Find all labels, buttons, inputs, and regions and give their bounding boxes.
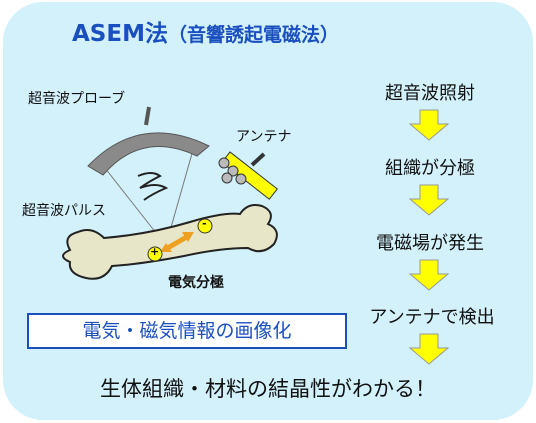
flow-arrow-1 [408,109,450,141]
antenna-label: アンテナ [236,129,292,145]
flow-arrow-4 [408,333,450,365]
antenna-stem [250,152,266,167]
polarization-label: 電気分極 [168,275,224,291]
plus-charge-icon [147,246,163,262]
beam-line-right [167,149,194,239]
flow-arrows [408,109,450,365]
minus-sign: - [202,217,207,230]
ultrasound-probe [87,132,210,176]
diagram-title: ASEM法（音響誘起電磁法） [72,14,339,48]
title-main: ASEM法 [72,21,168,47]
pulse-label: 超音波パルス [22,203,106,219]
flow-step-detection: アンテナで検出 [369,307,495,328]
pulse-wave-icon [137,172,169,201]
flow-arrow-2 [408,184,450,216]
plus-sign: + [150,245,160,258]
antenna-charges [218,157,247,185]
flow-step-irradiation: 超音波照射 [385,83,475,104]
conclusion-text: 生体組織・材料の結晶性がわかる！ [100,377,436,401]
beam-line-left [104,167,161,239]
probe-label: 超音波プローブ [28,91,126,107]
minus-charge-icon [197,218,213,234]
flow-step-field: 電磁場が発生 [376,233,484,254]
bone [62,204,278,280]
probe-handle [144,106,151,126]
flow-arrow-3 [408,259,450,291]
title-subtitle: （音響誘起電磁法） [167,24,339,46]
polarization-arrowhead-1 [182,232,194,242]
polarization-arrowhead-2 [160,243,172,252]
flow-step-polarization: 組織が分極 [385,158,475,179]
imaging-label-box: 電気・磁気情報の画像化 [27,313,347,349]
